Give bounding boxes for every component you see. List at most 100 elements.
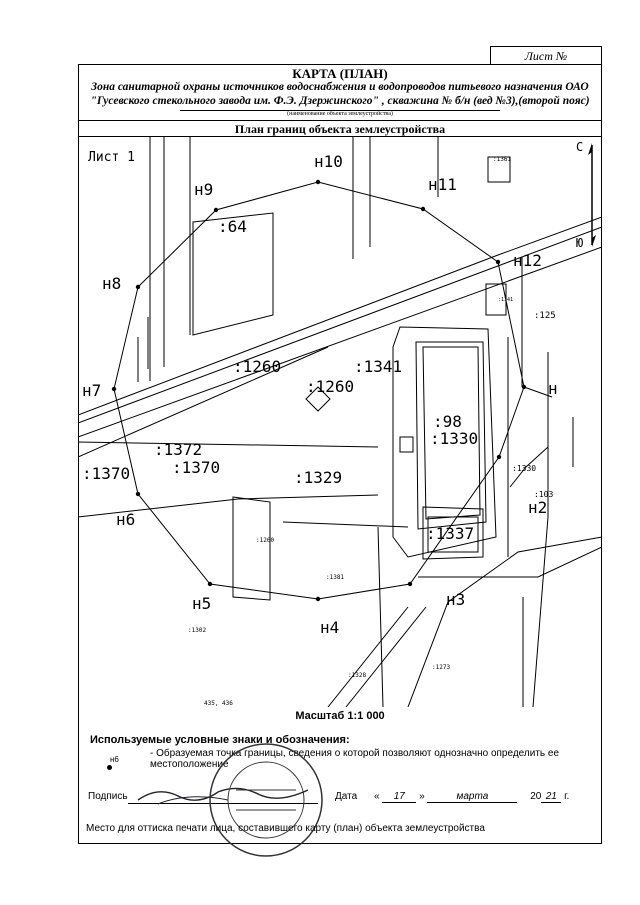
boundary-point-n7: [111, 386, 117, 392]
parcel-label: :1370: [172, 458, 220, 477]
parcel-label: :1329: [294, 468, 342, 487]
parcel-label: :1337: [426, 524, 474, 543]
parcel-64: [192, 212, 274, 336]
parcel-label: :1273: [432, 664, 450, 671]
date-year-suffix: 21: [541, 791, 562, 803]
sheet-number-box: Лист №: [490, 46, 602, 65]
date-label: Дата: [335, 791, 358, 802]
road-line: [78, 346, 329, 458]
boundary-point-n9: [213, 207, 219, 213]
parcel-line: [377, 526, 384, 707]
parcel-label: :1341: [498, 297, 513, 303]
parcel-line: [78, 441, 379, 448]
date-month: марта: [427, 791, 518, 803]
building-1337: [427, 516, 479, 553]
divider-top: [78, 120, 602, 121]
point-label-n2: н2: [528, 498, 547, 517]
stamp-caption: Место для оттиска печати лица, составивш…: [86, 823, 485, 834]
north-arrow: [588, 143, 596, 247]
parcel-label: :1381: [326, 574, 344, 581]
parcel-label: 435, 436: [204, 700, 233, 707]
parcel-line: [407, 536, 602, 707]
parcel-98: [392, 326, 497, 558]
boundary-point-n6: [135, 491, 141, 497]
handwritten-signature: [137, 787, 309, 805]
date-day: 17: [382, 791, 417, 803]
point-label-n4: н4: [320, 618, 339, 637]
parcel-label: :1330: [430, 429, 478, 448]
parcel-label: :1361: [493, 156, 511, 163]
parcel-label: :1370: [82, 464, 130, 483]
parcel-label: :103: [534, 490, 553, 499]
point-label-n3: н3: [446, 590, 465, 609]
parcel-line: [78, 494, 379, 518]
parcel-line: [282, 521, 409, 528]
legend-marker-label: н6: [110, 755, 119, 764]
point-label-n1: н: [548, 379, 558, 398]
building-98: [422, 346, 481, 520]
parcel-label: :1341: [354, 357, 402, 376]
parcel-label: :1330: [512, 464, 536, 473]
parcel-label: :1302: [188, 627, 206, 634]
boundary-point-n2: [496, 454, 502, 460]
plan-title: План границ объекта землеустройства: [234, 122, 446, 136]
document-title: КАРТА (ПЛАН): [292, 66, 388, 81]
point-label-n5: н5: [192, 594, 211, 613]
cadastral-map: С Ю Лист 1 н10 н9 н11 н12 н8 н7 н н6 н5 …: [78, 137, 602, 707]
road-line: [345, 606, 427, 707]
boundary-point-n12: [495, 259, 501, 265]
map-scale: Масштаб 1:1 000: [295, 710, 385, 722]
point-label-n6: н6: [116, 510, 135, 529]
point-label-n8: н8: [102, 274, 121, 293]
date-year-prefix: 20: [530, 791, 542, 802]
parcel-label: :1260: [233, 357, 281, 376]
parcel-label: :1328: [348, 672, 366, 679]
legend-heading: Используемые условные знаки и обозначени…: [90, 734, 350, 746]
parcel-line: [418, 546, 602, 578]
legend-point-marker: [107, 765, 112, 770]
legend-description: - Образуемая точка границы, сведения о к…: [150, 748, 560, 770]
signature-label: Подпись: [88, 791, 128, 802]
boundary-point-n1: [521, 384, 527, 390]
point-label-n12: н12: [513, 251, 542, 270]
parcel-1260-south: [232, 496, 271, 601]
point-label-n11: н11: [428, 175, 457, 194]
subtitle-underline: [180, 110, 500, 111]
subtitle-line-2: "Гусевского стекольного завода им. Ф.Э. …: [90, 95, 590, 107]
parcel-label: :1372: [154, 440, 202, 459]
boundary-point-n11: [420, 206, 426, 212]
boundary-point-n8: [135, 284, 141, 290]
south-label: Ю: [576, 236, 583, 250]
signature-line: [128, 803, 318, 804]
road-line: [78, 246, 602, 438]
boundary-tick: [523, 386, 553, 398]
north-label: С: [576, 140, 583, 154]
divider-plan: [78, 136, 602, 137]
boundary-point-n10: [315, 179, 321, 185]
building-1361: [487, 156, 511, 183]
road-line: [78, 216, 602, 416]
subtitle-line-1: Зона санитарной охраны источников водосн…: [91, 81, 589, 93]
boundary-point-n3: [407, 581, 413, 587]
point-label-n7: н7: [82, 381, 101, 400]
parcel-label: :64: [218, 217, 247, 236]
parcel-label: :98: [433, 412, 462, 431]
parcel-label: :125: [534, 311, 556, 321]
parcel-1260-diamond: [305, 386, 331, 412]
sheet-label: Лист 1: [88, 150, 135, 165]
road-line: [327, 606, 409, 707]
subtitle-caption: (наименование объекта землеустройства): [287, 111, 393, 117]
parcel-label: :1260: [256, 537, 274, 544]
document-frame: [78, 64, 602, 844]
boundary-point-n5: [207, 581, 213, 587]
road-line: [78, 226, 602, 424]
parcel-line: [532, 397, 549, 707]
parcel-line: [509, 446, 549, 488]
parcel-1260-east: [485, 283, 507, 316]
document-subtitle: Зона санитарной охраны источников водосн…: [82, 80, 598, 108]
point-label-n10: н10: [314, 152, 343, 171]
parcel-1330: [415, 341, 487, 530]
date-suffix: г.: [564, 791, 570, 802]
point-label-n9: н9: [194, 180, 213, 199]
